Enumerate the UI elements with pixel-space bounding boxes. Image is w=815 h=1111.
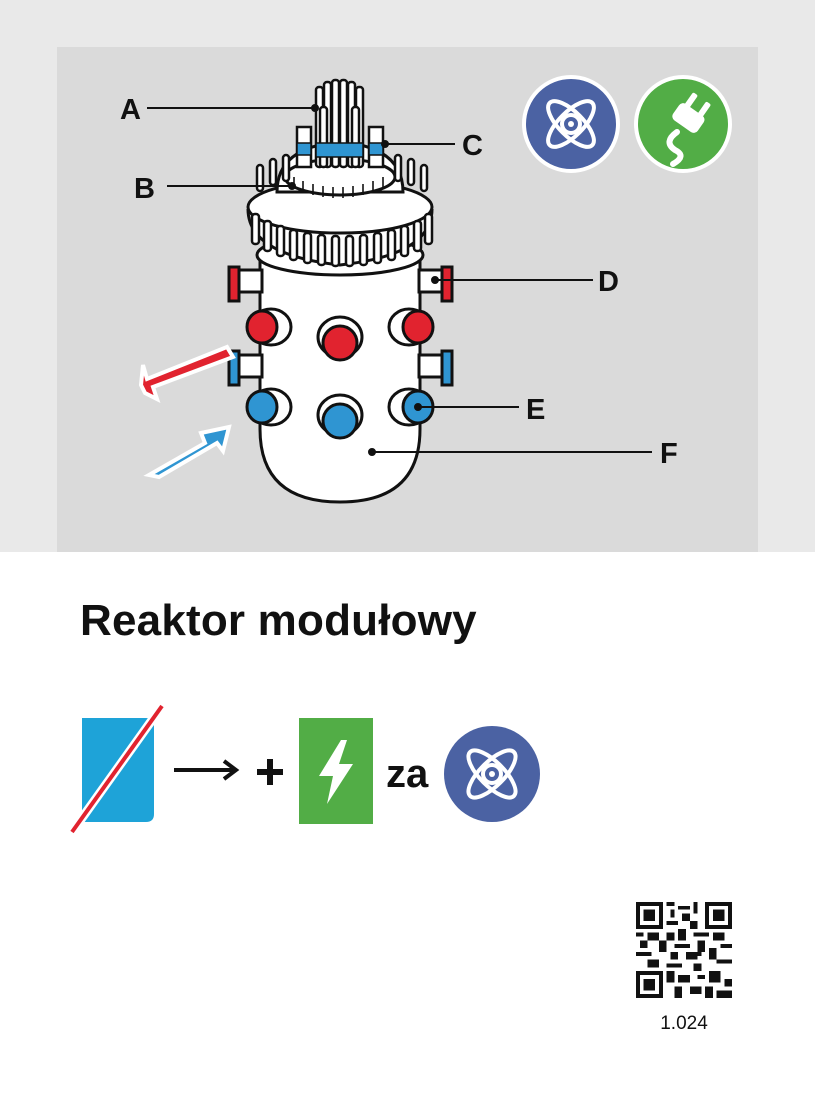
hot-flow-arrow (138, 344, 236, 403)
label-f: F (660, 438, 678, 470)
label-a: A (120, 94, 141, 126)
power-plug-icon (634, 75, 732, 173)
flange-bolts (250, 153, 434, 268)
leader-lines (147, 104, 652, 456)
hot-outlet-nozzles (245, 307, 435, 362)
atom-icon (522, 75, 620, 173)
label-e: E (526, 394, 545, 426)
label-c: C (462, 130, 483, 162)
card-number: 1.024 (660, 1013, 708, 1034)
cold-flow-arrow (143, 424, 232, 480)
effect-connector-text: za (386, 752, 429, 796)
label-d: D (598, 266, 619, 298)
atom-icon (444, 726, 540, 822)
water-card-icon (68, 704, 164, 835)
reactor-illustration-panel: A C B D E F (57, 47, 758, 552)
label-b: B (134, 173, 155, 205)
lightning-card-icon (299, 718, 373, 824)
reactor-vessel (246, 140, 434, 504)
plus-icon (257, 759, 283, 785)
card-title: Reaktor modułowy (80, 596, 477, 645)
control-rod-band (296, 142, 384, 158)
arrow-right-icon (174, 759, 240, 781)
side-nozzles (227, 265, 454, 387)
reactor-diagram: A C B D E F (120, 75, 732, 504)
qr-code[interactable] (636, 902, 732, 998)
dome-pins (293, 177, 384, 198)
